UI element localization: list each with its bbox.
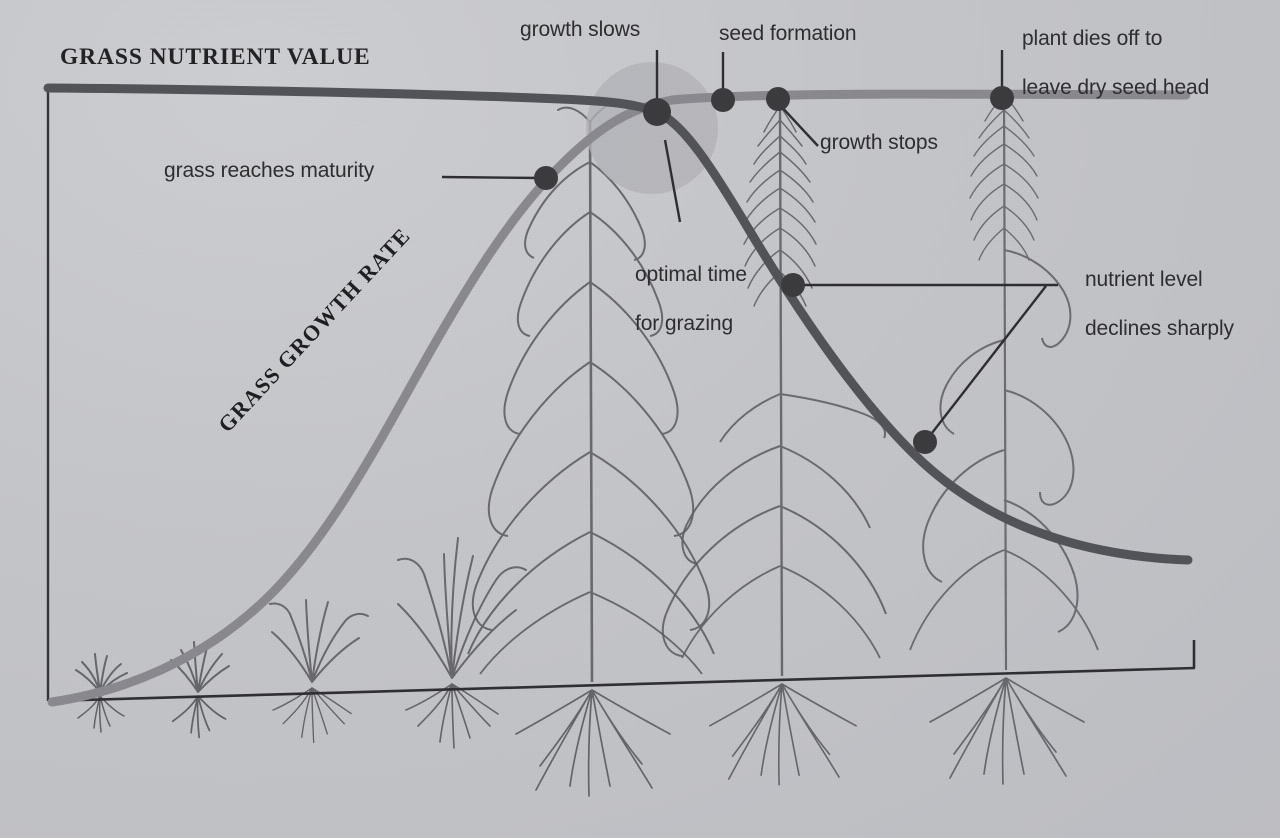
ground-line bbox=[47, 666, 1196, 703]
label-growth-stops: growth stops bbox=[820, 131, 938, 154]
leader-optimal-grazing bbox=[663, 139, 682, 223]
node-grass-reaches-maturity[interactable] bbox=[534, 166, 558, 190]
node-growth-stops[interactable] bbox=[766, 87, 790, 111]
grass-plant-seeding-6 bbox=[661, 105, 887, 786]
label-nutrient-level-declines-sharply: nutrient level declines sharply bbox=[1062, 243, 1234, 367]
label-optimal-time-for-grazing: optimal time for grazing bbox=[612, 238, 747, 362]
leader-growth-stops bbox=[777, 102, 819, 147]
label-nutrient-declines-line2: declines sharply bbox=[1084, 317, 1234, 341]
node-nutrient-decline-upper[interactable] bbox=[781, 273, 805, 297]
label-growth-slows: growth slows bbox=[520, 18, 641, 41]
grass-plant-dry-7 bbox=[909, 93, 1099, 785]
label-grass-reaches-maturity: grass reaches maturity bbox=[164, 159, 375, 182]
leader-grass-maturity bbox=[441, 175, 541, 180]
label-plant-dies-line2: leave dry seed head bbox=[1021, 76, 1210, 100]
node-seed-formation[interactable] bbox=[711, 88, 735, 112]
label-optimal-line1: optimal time bbox=[634, 262, 747, 286]
label-nutrient-declines-line1: nutrient level bbox=[1084, 267, 1203, 291]
grass-plant-seedling-2 bbox=[170, 641, 230, 739]
node-plant-dies[interactable] bbox=[990, 86, 1014, 110]
page-title: GRASS NUTRIENT VALUE bbox=[60, 44, 371, 70]
label-optimal-line2: for grazing bbox=[634, 312, 734, 336]
grass-plant-medium-3 bbox=[269, 599, 369, 744]
leader-nutrient-declines-diagonal bbox=[924, 285, 1047, 443]
grass-growth-rate-curve bbox=[47, 89, 1191, 707]
grass-plant-medium-4 bbox=[397, 537, 527, 749]
grass-nutrient-value-curve bbox=[43, 83, 1193, 565]
node-optimal-grazing[interactable] bbox=[643, 98, 671, 126]
grass-plant-seedling-1 bbox=[75, 653, 128, 733]
label-plant-dies-off: plant dies off to leave dry seed head bbox=[999, 2, 1209, 126]
node-nutrient-decline-lower[interactable] bbox=[913, 430, 937, 454]
label-plant-dies-line1: plant dies off to bbox=[1021, 26, 1163, 50]
label-seed-formation: seed formation bbox=[719, 22, 857, 45]
